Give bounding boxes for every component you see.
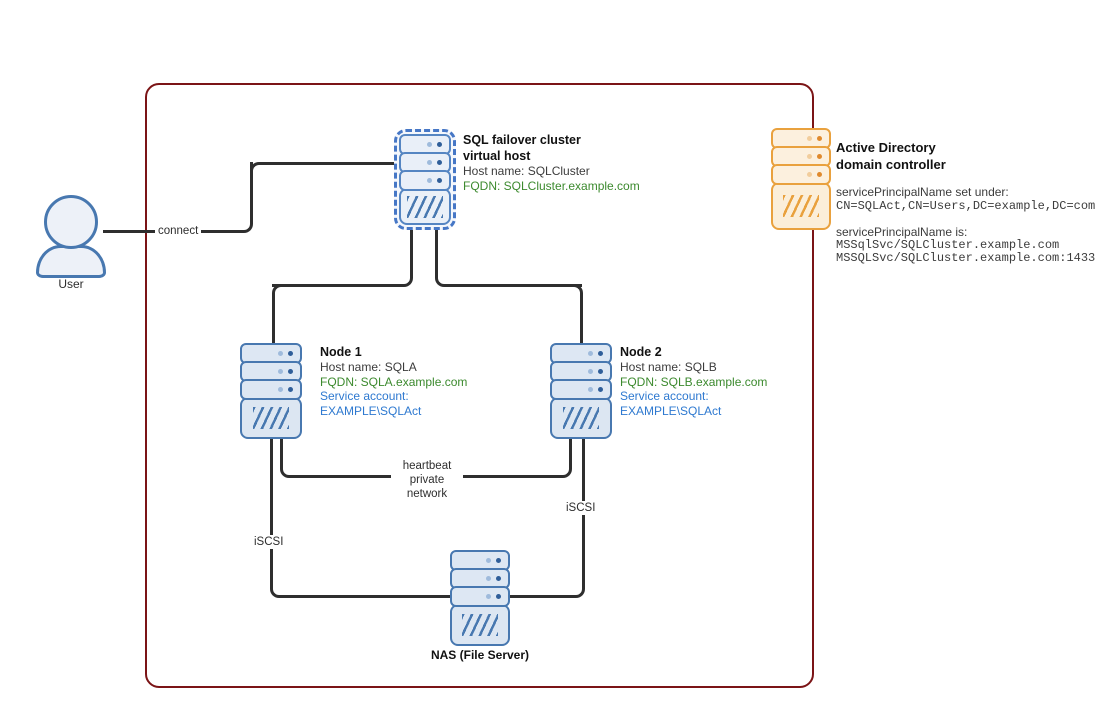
virtual-host-fqdn: FQDN: SQLCluster.example.com [463,178,640,193]
vents-icon [253,407,289,429]
vh-node1-line-segment-1 [272,226,413,287]
connect-line-segment-1 [103,162,253,233]
ad-title-line2: domain controller [836,156,946,172]
node2-service-account-label: Service account: [620,389,709,403]
ad-spn-value1: MSSqlSvc/SQLCluster.example.com [836,238,1060,252]
ad-spn-set-label: servicePrincipalName set under: [836,185,1009,199]
virtual-host-title-line2: virtual host [463,149,531,163]
vh-node2-line-segment-2 [562,284,583,344]
active-directory-text: Active Directory domain controller servi… [836,140,1095,265]
node2-title: Node 2 [620,345,662,359]
nas-label: NAS (File Server) [430,648,530,662]
connect-line-segment-2 [250,162,397,180]
vh-node2-line-segment-1 [435,226,582,287]
node2-fqdn: FQDN: SQLB.example.com [620,374,768,389]
heartbeat-label: heartbeat private network [391,459,463,501]
server-base [399,188,451,225]
node1-service-account: EXAMPLE\SQLAct [320,403,422,418]
server-base [240,397,302,439]
node1-service-account-label: Service account: [320,389,409,403]
iscsi-left-line [270,436,452,598]
user-head-icon [44,195,98,249]
node1-icon [240,343,302,439]
vents-icon [462,614,498,636]
heartbeat-label-line3: network [406,488,448,500]
vh-node1-line-segment-2 [272,284,290,344]
cluster-boundary-box [145,83,814,688]
node1-title: Node 1 [320,345,362,359]
active-directory-icon [771,128,831,230]
connect-label: connect [155,224,202,238]
server-base [771,182,831,230]
vents-icon [407,195,443,218]
node2-service-account: EXAMPLE\SQLAct [620,403,722,418]
server-base [550,397,612,439]
iscsi-right-label: iSCSI [563,501,599,515]
heartbeat-label-line2: private [409,474,445,486]
heartbeat-label-line1: heartbeat [402,460,452,472]
user-icon [36,245,106,278]
virtual-host-hostname: Host name: SQLCluster [463,164,590,178]
vents-icon [563,407,599,429]
server-base [450,604,510,646]
server-bar [240,379,302,400]
iscsi-left-label: iSCSI [251,535,287,549]
node1-text: Node 1 Host name: SQLA FQDN: SQLA.exampl… [320,344,467,418]
server-bar [771,164,831,185]
server-bar [399,170,451,191]
nas-icon [450,550,510,646]
ad-title-line1: Active Directory [836,140,936,155]
node2-hostname: Host name: SQLB [620,360,717,374]
virtual-host-title-line1: SQL failover cluster [463,133,581,147]
ad-spn-is-label: servicePrincipalName is: [836,224,968,239]
iscsi-right-line [508,436,585,598]
node2-text: Node 2 Host name: SQLB FQDN: SQLB.exampl… [620,344,767,418]
node1-hostname: Host name: SQLA [320,360,417,374]
server-bar [550,379,612,400]
virtual-host-text: SQL failover cluster virtual host Host n… [463,132,640,193]
vents-icon [783,195,819,217]
node1-fqdn: FQDN: SQLA.example.com [320,374,468,389]
ad-spn-value2: MSSQLSvc/SQLCluster.example.com:1433 [836,251,1096,265]
node2-icon [550,343,612,439]
ad-spn-set-value: CN=SQLAct,CN=Users,DC=example,DC=com [836,198,1096,213]
server-bar [450,586,510,607]
virtual-host-icon [394,129,456,230]
user-label: User [58,277,84,291]
